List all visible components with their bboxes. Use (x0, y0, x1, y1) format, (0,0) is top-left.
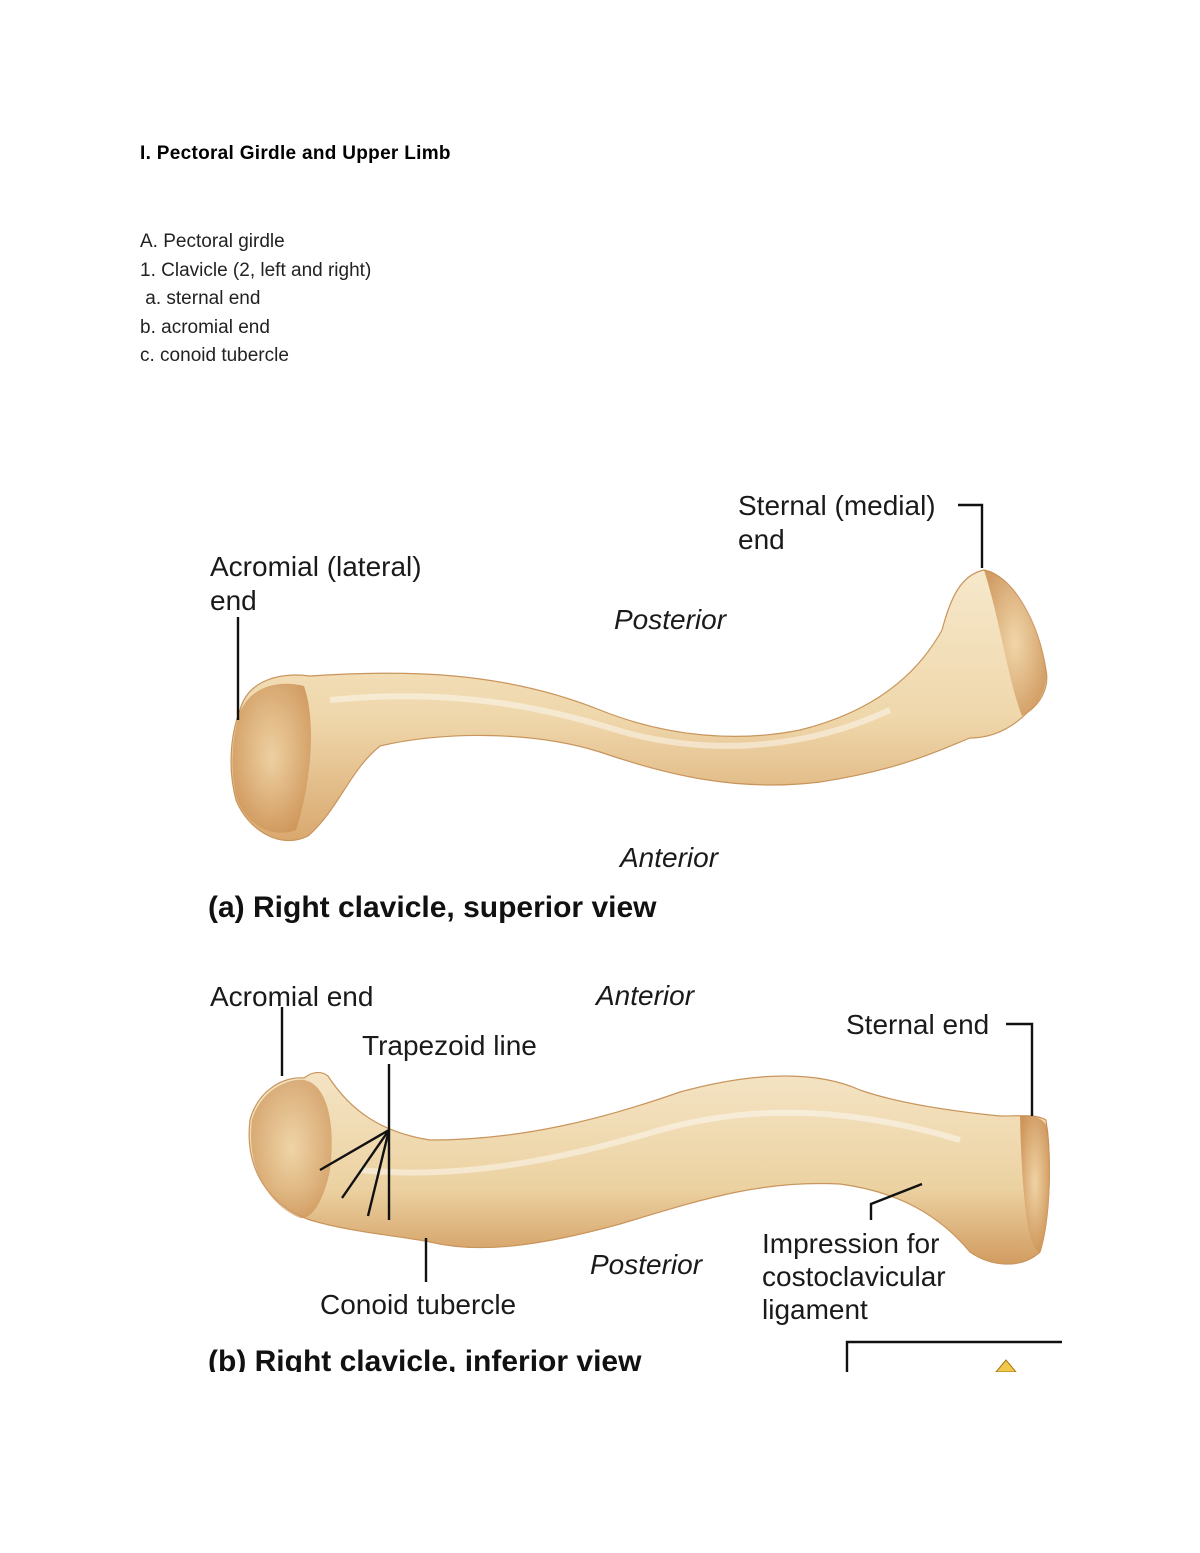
outline-item: b. acromial end (140, 316, 270, 338)
label-impression-line2: costoclavicular (762, 1261, 946, 1292)
outline-list: A. Pectoral girdle 1. Clavicle (2, left … (140, 228, 371, 371)
label-posterior-a: Posterior (614, 604, 728, 635)
label-anterior-a: Anterior (618, 842, 720, 873)
document-heading: I. Pectoral Girdle and Upper Limb (140, 143, 451, 164)
label-trapezoid-line: Trapezoid line (362, 1030, 537, 1061)
label-sternal-end: Sternal end (846, 1009, 989, 1040)
outline-item: c. conoid tubercle (140, 345, 289, 367)
leader-lines (236, 503, 1062, 1372)
label-sternal-medial-end: end (738, 524, 785, 555)
label-posterior-b: Posterior (590, 1249, 704, 1280)
label-impression-line1: Impression for (762, 1228, 939, 1259)
label-impression-line3: ligament (762, 1294, 868, 1325)
label-acromial-lateral: Acromial (lateral) (210, 551, 422, 582)
label-anterior-b: Anterior (594, 980, 696, 1011)
clavicle-superior-view (230, 569, 1048, 842)
clavicle-inferior-view (248, 1071, 1050, 1265)
outline-item: a. sternal end (140, 288, 261, 310)
label-conoid-tubercle: Conoid tubercle (320, 1289, 516, 1320)
outline-item: 1. Clavicle (2, left and right) (140, 259, 372, 281)
label-acromial-end: Acromial end (210, 981, 373, 1012)
warning-icon (995, 1359, 1017, 1372)
caption-a: (a) Right clavicle, superior view (208, 891, 657, 924)
clavicle-figure: Acromial (lateral) end Sternal (medial) … (200, 480, 1062, 1372)
label-acromial-lateral-end: end (210, 585, 257, 616)
outline-item: A. Pectoral girdle (140, 231, 285, 252)
clavicle-illustration: Acromial (lateral) end Sternal (medial) … (208, 490, 1062, 1372)
caption-b: (b) Right clavicle, inferior view (208, 1345, 642, 1372)
label-sternal-medial: Sternal (medial) (738, 490, 936, 521)
